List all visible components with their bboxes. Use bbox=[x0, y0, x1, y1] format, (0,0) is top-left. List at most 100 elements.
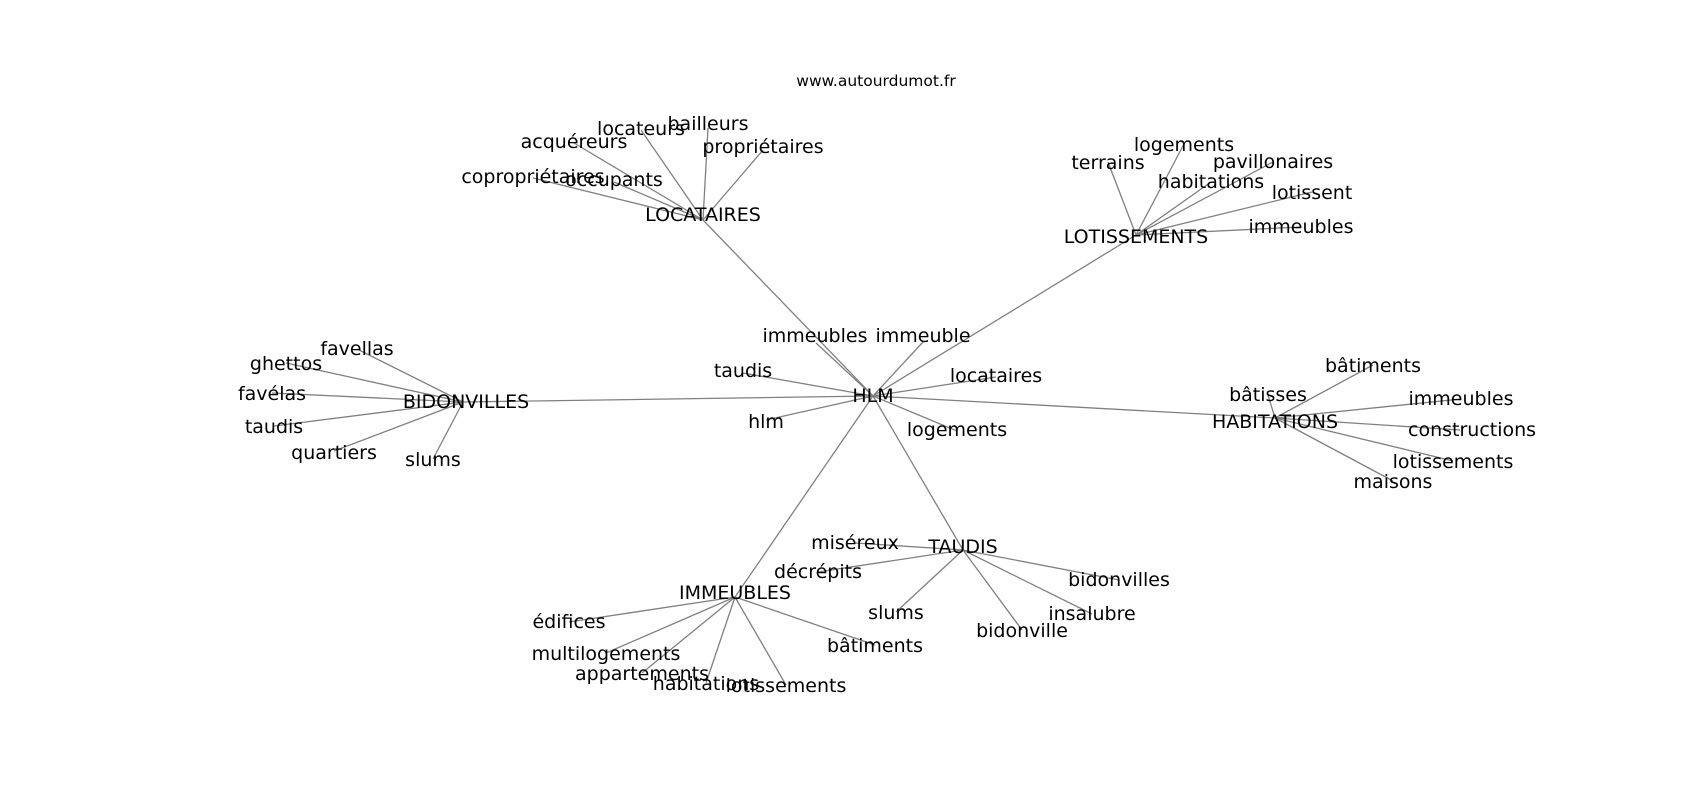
hub-node-habitations[interactable]: HABITATIONS bbox=[1212, 411, 1338, 433]
edge-tau-insalubre bbox=[962, 549, 1093, 615]
edge-c-immeuble bbox=[872, 341, 924, 397]
edge-lot-habitations bbox=[1135, 181, 1212, 236]
leaf-node-c-immeubles[interactable]: immeubles bbox=[763, 325, 868, 347]
edge-loc-coproprietaires bbox=[532, 177, 704, 221]
leaf-node-loc-locateurs[interactable]: locateurs bbox=[597, 118, 685, 140]
hub-node-lotissements[interactable]: LOTISSEMENTS bbox=[1064, 226, 1208, 248]
edge-hab-constructions bbox=[1274, 417, 1461, 431]
edge-imm-edifices bbox=[568, 596, 736, 623]
edge-lot-terrains bbox=[1107, 161, 1137, 236]
edge-bid-ghettos bbox=[285, 362, 464, 403]
edge-c-taudis bbox=[742, 372, 874, 397]
leaf-node-bid-favelas[interactable]: favélas bbox=[238, 383, 306, 405]
edge-c-immeubles bbox=[815, 342, 874, 397]
leaf-node-c-locataires[interactable]: locataires bbox=[950, 365, 1042, 387]
edge-hab-batiments bbox=[1274, 364, 1374, 419]
leaf-node-hab-immeubles[interactable]: immeubles bbox=[1409, 388, 1514, 410]
leaf-node-bid-favellas[interactable]: favellas bbox=[320, 338, 393, 360]
edge-hlm-to-locataires bbox=[702, 219, 874, 397]
edge-hlm-to-lotissements bbox=[872, 234, 1137, 397]
labels-layer: HLM LOCATAIRES LOTISSEMENTS BIDONVILLES HABI… bbox=[238, 113, 1536, 697]
edge-bid-slums bbox=[432, 401, 464, 460]
leaf-node-loc-occupants[interactable]: occupants bbox=[565, 169, 663, 191]
edge-imm-habitations bbox=[705, 596, 736, 684]
leaf-node-c-immeuble[interactable]: immeuble bbox=[875, 325, 970, 347]
leaf-node-bid-quartiers[interactable]: quartiers bbox=[291, 442, 377, 464]
leaf-node-hab-lotissements[interactable]: lotissements bbox=[1393, 451, 1514, 473]
hub-node-bidonvilles[interactable]: BIDONVILLES bbox=[403, 391, 529, 413]
edge-bid-taudis bbox=[273, 401, 464, 427]
edge-c-logements bbox=[872, 395, 958, 432]
leaf-node-hab-constructions[interactable]: constructions bbox=[1408, 419, 1536, 441]
edge-loc-proprietaires bbox=[702, 149, 764, 221]
edge-tau-bidonville bbox=[962, 549, 1023, 631]
hub-node-taudis[interactable]: TAUDIS bbox=[927, 536, 997, 558]
edge-hab-maisons bbox=[1274, 417, 1394, 482]
leaf-node-lot-lotissent[interactable]: lotissent bbox=[1272, 182, 1353, 204]
site-url-label: www.autourdumot.fr bbox=[796, 72, 956, 90]
edge-lot-lotissent bbox=[1135, 191, 1313, 236]
leaf-node-tau-bidonvilles[interactable]: bidonvilles bbox=[1068, 569, 1170, 591]
edge-tau-slums bbox=[895, 549, 964, 613]
leaf-node-lot-terrains[interactable]: terrains bbox=[1071, 152, 1144, 174]
leaf-node-c-taudis[interactable]: taudis bbox=[714, 360, 772, 382]
leaf-node-tau-bidonville[interactable]: bidonville bbox=[976, 620, 1068, 642]
leaf-node-tau-insalubre[interactable]: insalubre bbox=[1048, 603, 1135, 625]
edge-imm-appartements bbox=[641, 596, 736, 674]
leaf-node-lot-logements[interactable]: logements bbox=[1134, 134, 1234, 156]
edge-imm-lotissements bbox=[734, 596, 787, 686]
leaf-node-loc-acquereurs[interactable]: acquéreurs bbox=[521, 131, 628, 153]
edge-tau-decrepits bbox=[817, 549, 964, 573]
edge-c-hlm bbox=[765, 395, 874, 421]
leaf-node-bid-ghettos[interactable]: ghettos bbox=[250, 353, 322, 375]
leaf-node-tau-slums[interactable]: slums bbox=[868, 602, 924, 624]
leaf-node-hab-batiments[interactable]: bâtiments bbox=[1325, 355, 1421, 377]
edge-hlm-to-bidonvilles bbox=[462, 395, 874, 403]
edge-hab-lotissements bbox=[1274, 417, 1454, 462]
edge-loc-occupants bbox=[613, 181, 704, 221]
edge-hab-batisses bbox=[1267, 394, 1276, 419]
edge-bid-favellas bbox=[356, 348, 464, 403]
leaf-node-imm-batiments[interactable]: bâtiments bbox=[827, 635, 923, 657]
edge-c-locataires bbox=[872, 376, 997, 397]
leaf-node-loc-coproprietaires[interactable]: copropriétaires bbox=[461, 166, 604, 188]
edge-hlm-to-immeubles bbox=[734, 395, 874, 598]
edge-lot-pavillonaires bbox=[1135, 161, 1274, 236]
edge-hlm-to-habitations bbox=[872, 395, 1276, 419]
leaf-node-lot-pavillonaires[interactable]: pavillonaires bbox=[1213, 151, 1333, 173]
leaf-node-imm-habitations[interactable]: habitations bbox=[653, 673, 759, 695]
leaf-node-bid-taudis[interactable]: taudis bbox=[245, 416, 303, 438]
leaf-node-imm-edifices[interactable]: édifices bbox=[532, 611, 605, 633]
edge-imm-batiments bbox=[734, 596, 876, 646]
edge-hlm-to-taudis bbox=[872, 395, 964, 551]
edges-layer bbox=[271, 127, 1462, 686]
edge-bid-favelas bbox=[271, 392, 464, 403]
leaf-node-hab-maisons[interactable]: maisons bbox=[1354, 471, 1433, 493]
leaf-node-c-hlm[interactable]: hlm bbox=[748, 411, 784, 433]
edge-tau-bidonvilles bbox=[962, 549, 1120, 581]
leaf-node-imm-appartements[interactable]: appartements bbox=[575, 663, 709, 685]
leaf-node-c-logements[interactable]: logements bbox=[907, 419, 1007, 441]
leaf-node-hab-batisses[interactable]: bâtisses bbox=[1229, 384, 1307, 406]
leaf-node-loc-bailleurs[interactable]: bailleurs bbox=[668, 113, 749, 135]
edge-tau-misereux bbox=[854, 542, 964, 551]
edge-loc-acquereurs bbox=[573, 142, 704, 221]
leaf-node-tau-decrepits[interactable]: décrépits bbox=[774, 561, 862, 583]
edge-lot-logements bbox=[1135, 143, 1185, 236]
leaf-node-imm-multilogements[interactable]: multilogements bbox=[532, 643, 681, 665]
center-node-hlm[interactable]: HLM bbox=[852, 385, 893, 407]
edge-hab-immeubles bbox=[1274, 398, 1462, 419]
hub-node-immeubles[interactable]: IMMEUBLES bbox=[679, 582, 791, 604]
leaf-node-tau-misereux[interactable]: miséreux bbox=[811, 532, 899, 554]
leaf-node-loc-proprietaires[interactable]: propriétaires bbox=[702, 136, 823, 158]
hub-node-locataires[interactable]: LOCATAIRES bbox=[645, 204, 761, 226]
edge-loc-locateurs bbox=[640, 129, 704, 221]
leaf-node-lot-immeubles[interactable]: immeubles bbox=[1249, 216, 1354, 238]
leaf-node-lot-habitations[interactable]: habitations bbox=[1158, 171, 1264, 193]
edge-bid-quartiers bbox=[333, 401, 464, 452]
edge-loc-bailleurs bbox=[702, 127, 709, 221]
leaf-node-imm-lotissements[interactable]: lotissements bbox=[726, 675, 847, 697]
leaf-node-bid-slums[interactable]: slums bbox=[405, 449, 461, 471]
